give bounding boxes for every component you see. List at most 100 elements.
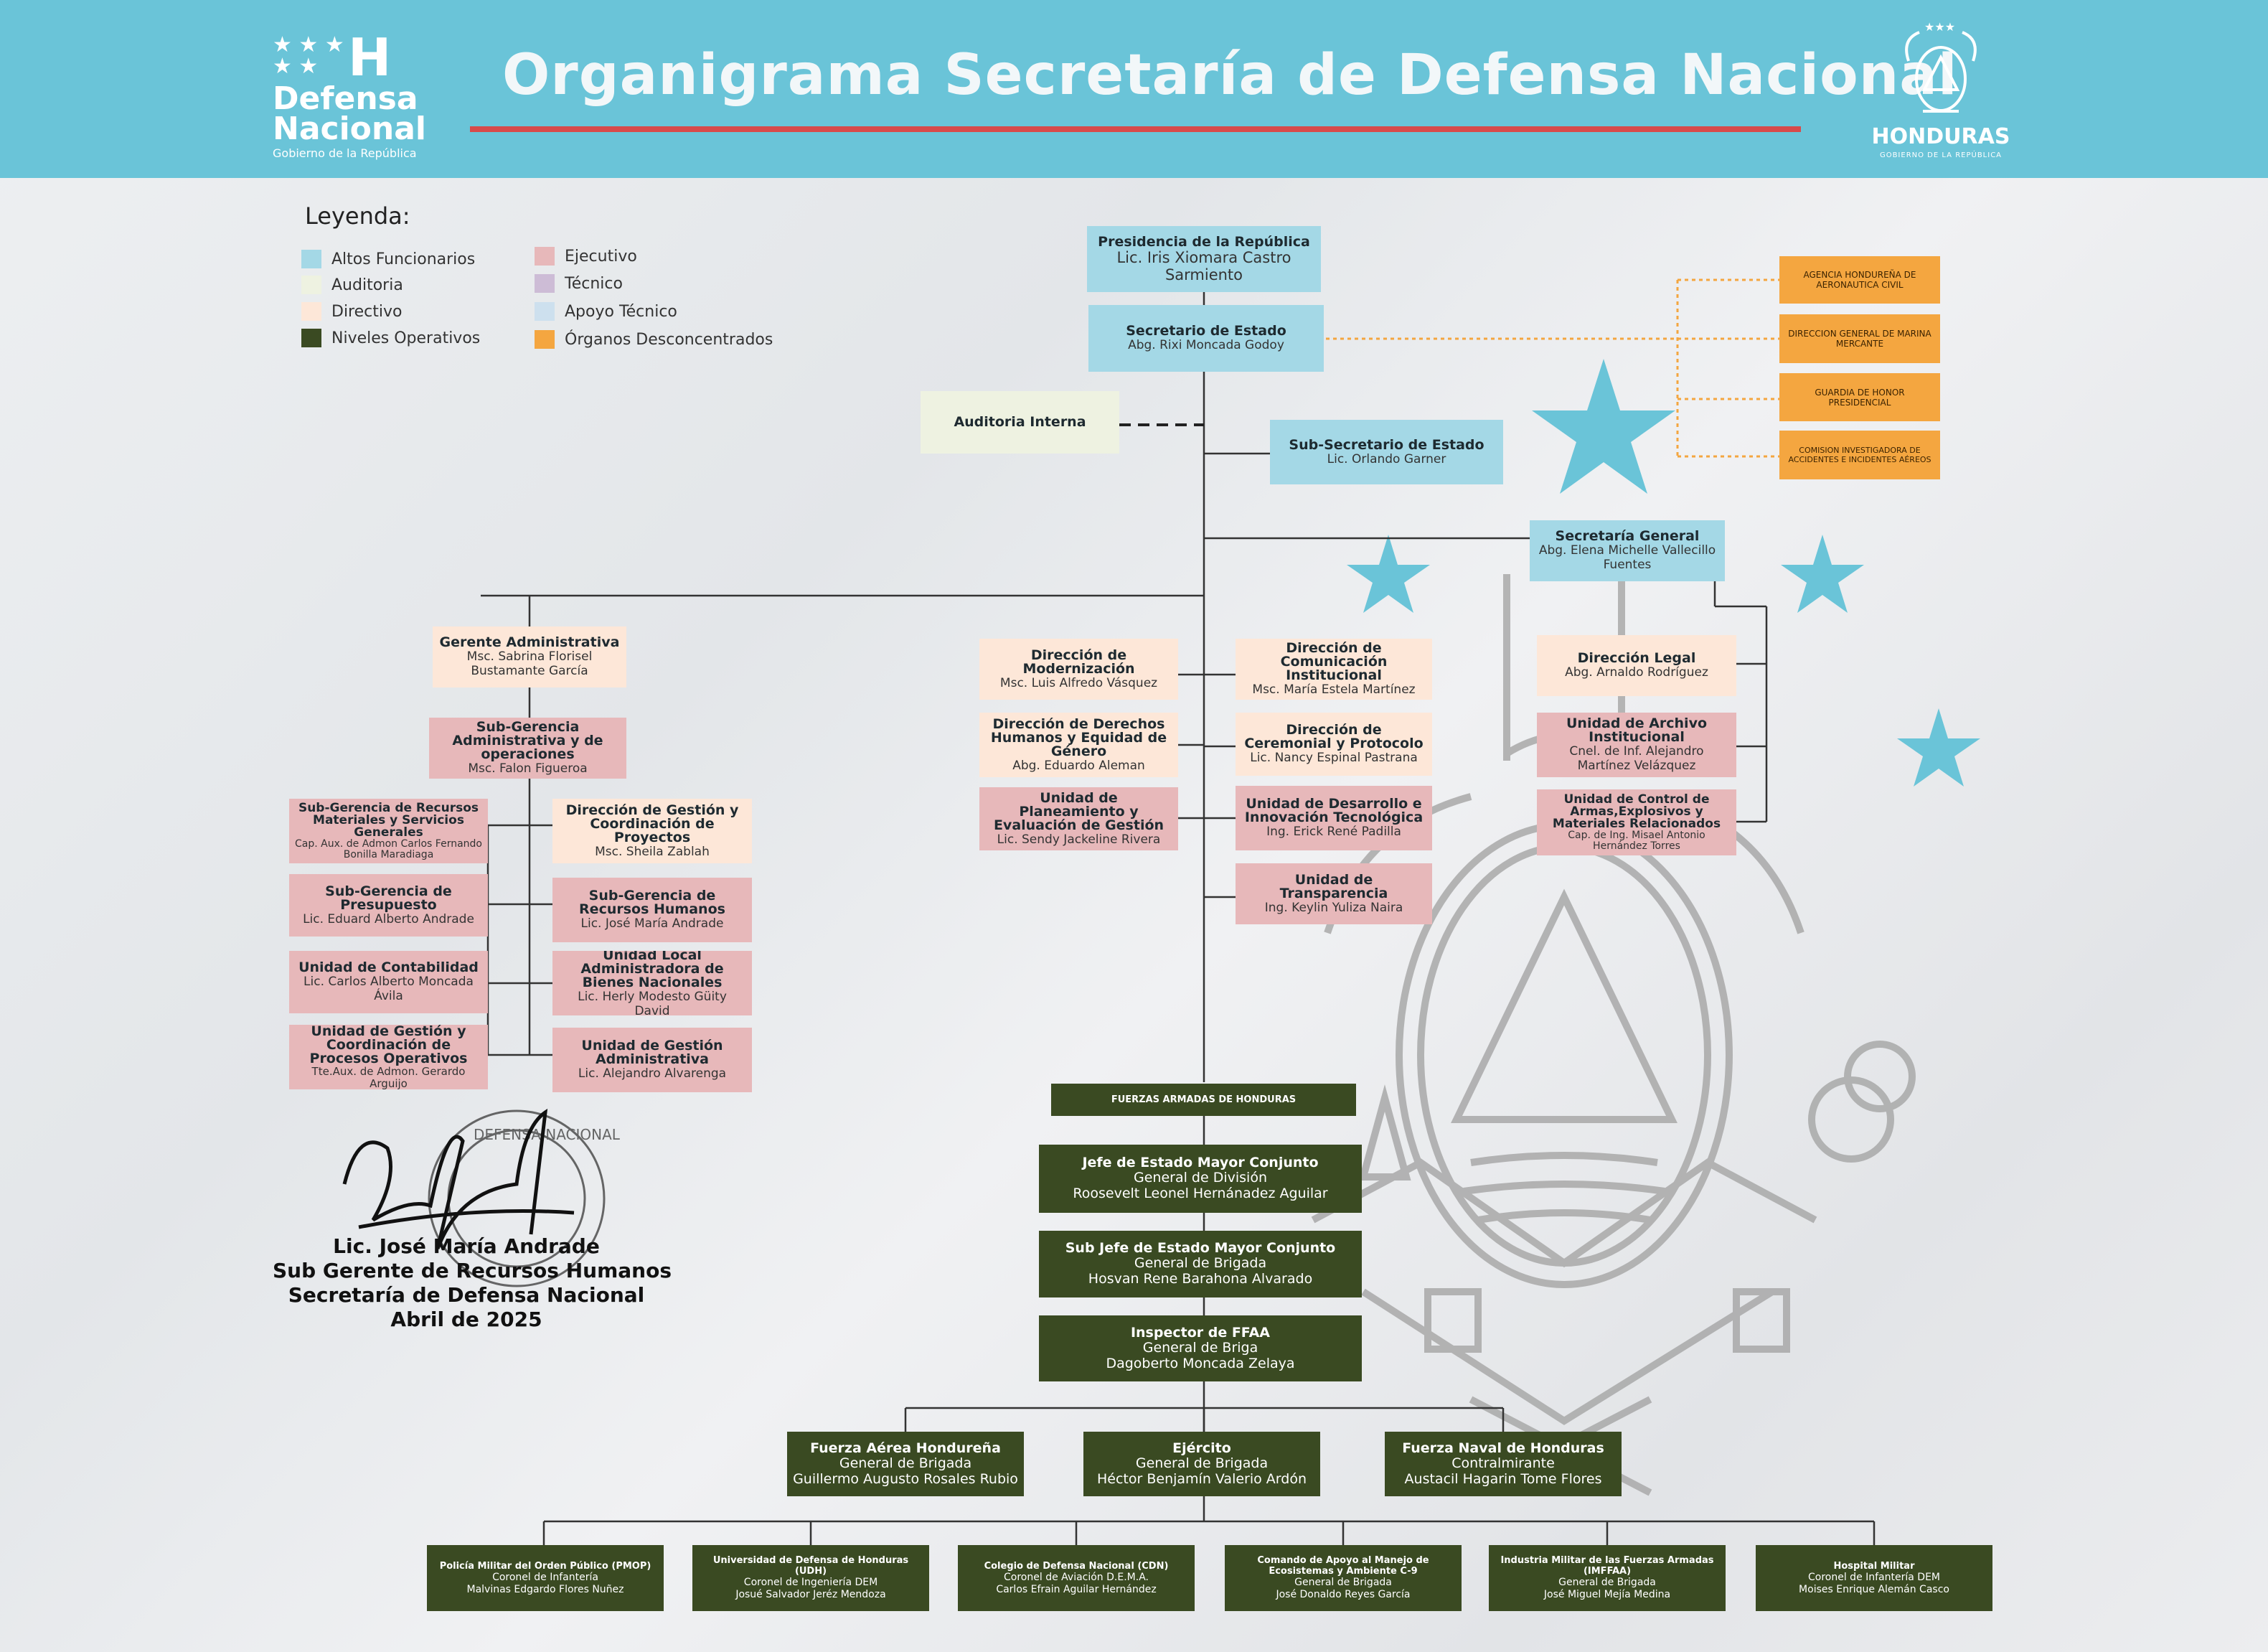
coat-of-arms-icon: ★★★ (1905, 20, 1977, 113)
box-subtitle: Ing. Keylin Yuliza Naira (1264, 900, 1403, 915)
box-contabilidad: Unidad de Contabilidad Lic. Carlos Alber… (289, 951, 488, 1013)
box-title: Dirección de Modernización (1022, 647, 1135, 677)
box-title: Unidad Local Administradora de Bienes Na… (580, 951, 724, 990)
legend-swatch (301, 329, 321, 347)
box-subtitle-2: Malvinas Edgardo Flores Nuñez (466, 1583, 624, 1595)
box-control-armas: Unidad de Control de Armas,Explosivos y … (1537, 789, 1736, 855)
honduras-logo: ★★★ HONDURAS GOBIERNO DE LA REPÚBLICA (1865, 18, 2016, 161)
h-letter-icon: H (348, 27, 392, 88)
box-subgerencia-administrativa: Sub-Gerencia Administrativa y de operaci… (429, 718, 626, 779)
legend-swatch (301, 250, 321, 268)
box-title: Auditoria Interna (954, 414, 1086, 430)
box-fuerza-naval: Fuerza Naval de Honduras Contralmirante … (1385, 1432, 1622, 1496)
box-title: Secretaría General (1555, 528, 1700, 544)
box-subtitle: Coronel de Infantería DEM (1808, 1571, 1940, 1583)
box-title: Jefe de Estado Mayor Conjunto (1082, 1155, 1319, 1170)
box-subtitle: General de Brigada (1558, 1577, 1656, 1588)
box-subtitle-2: José Miguel Mejía Medina (1543, 1589, 1671, 1600)
box-subtitle: Msc. María Estela Martínez (1252, 682, 1416, 697)
box-recursos-humanos: Sub-Gerencia de Recursos Humanos Lic. Jo… (552, 878, 752, 942)
box-gestion-proyectos: Dirección de Gestión y Coordinación de P… (552, 799, 752, 863)
legend-label: Directivo (331, 302, 403, 321)
box-title: Unidad de Contabilidad (298, 959, 479, 975)
box-auditoria: Auditoria Interna (921, 391, 1119, 454)
box-subtitle: Cnel. de Inf. Alejandro Martínez Velázqu… (1569, 744, 1704, 773)
box-subtitle: Coronel de Ingeniería DEM (743, 1577, 878, 1588)
box-comunicacion: Dirección de Comunicación Institucional … (1236, 639, 1432, 700)
legend-label: Auditoria (331, 276, 403, 294)
box-subsecretario: Sub-Secretario de Estado Lic. Orlando Ga… (1270, 420, 1503, 484)
box-comision-accidentes: COMISION INVESTIGADORA DE ACCIDENTES E I… (1779, 431, 1940, 479)
box-title: Sub-Secretario de Estado (1289, 436, 1484, 453)
box-title: Colegio de Defensa Nacional (CDN) (984, 1560, 1169, 1572)
decorative-stars-icon (1347, 359, 1980, 787)
box-hospital-militar: Hospital Militar Coronel de Infantería D… (1756, 1545, 1992, 1611)
stars-icon: ★ ★ ★★ ★ (273, 32, 344, 79)
box-title: FUERZAS ARMADAS DE HONDURAS (1111, 1094, 1297, 1105)
box-title: Dirección de Comunicación Institucional (1280, 640, 1388, 683)
box-subtitle: Ing. Erick René Padilla (1266, 825, 1401, 839)
box-imffaa: Industria Militar de las Fuerzas Armadas… (1489, 1545, 1726, 1611)
box-inspector-ffaa: Inspector de FFAA General de Briga Dagob… (1039, 1315, 1362, 1381)
box-title: Gerente Administrativa (439, 634, 620, 650)
legend-label: Apoyo Técnico (565, 302, 677, 321)
box-title: Unidad de Gestión Administrativa (581, 1038, 723, 1067)
legend-label: Ejecutivo (565, 247, 637, 266)
box-title: Dirección de Derechos Humanos y Equidad … (990, 715, 1167, 759)
box-secretaria-general: Secretaría General Abg. Elena Michelle V… (1530, 520, 1725, 581)
box-subtitle: General de Brigada (839, 1455, 972, 1471)
box-title: Dirección de Ceremonial y Protocolo (1244, 722, 1424, 751)
box-title: Unidad de Control de Armas,Explosivos y … (1552, 792, 1721, 831)
box-innovacion: Unidad de Desarrollo e Innovación Tecnol… (1236, 786, 1432, 850)
box-title: Sub-Gerencia de Presupuesto (325, 883, 452, 913)
box-modernizacion: Dirección de Modernización Msc. Luis Alf… (979, 639, 1178, 700)
logo-line-1: Defensa (273, 80, 418, 117)
box-title: Dirección de Gestión y Coordinación de P… (565, 802, 739, 845)
box-transparencia: Unidad de Transparencia Ing. Keylin Yuli… (1236, 863, 1432, 924)
box-pmop: Policía Militar del Orden Público (PMOP)… (427, 1545, 664, 1611)
box-title: Comando de Apoyo al Manejo de Ecosistema… (1257, 1555, 1429, 1577)
coat-of-arms-watermark-icon (1311, 574, 1916, 1496)
box-title: COMISION INVESTIGADORA DE ACCIDENTES E I… (1788, 446, 1931, 464)
box-title: Unidad de Planeamiento y Evaluación de G… (993, 789, 1164, 833)
box-subtitle: Lic. Orlando Garner (1327, 451, 1446, 466)
legend-label: Órganos Desconcentrados (565, 330, 773, 349)
legend-item-directivo: Directivo (301, 302, 402, 321)
box-fuerzas-armadas: FUERZAS ARMADAS DE HONDURAS (1051, 1084, 1356, 1116)
legend-swatch (535, 274, 555, 293)
legend-item-ejecutivo: Ejecutivo (535, 247, 637, 266)
box-title: Industria Militar de las Fuerzas Armadas… (1500, 1555, 1714, 1577)
box-recursos-materiales: Sub-Gerencia de Recursos Materiales y Se… (289, 799, 488, 863)
legend-swatch (535, 330, 555, 349)
box-subtitle: Lic. Carlos Alberto Moncada Ávila (304, 975, 474, 1003)
box-title: Inspector de FFAA (1130, 1324, 1271, 1341)
box-subtitle: General de Brigada (1134, 1255, 1267, 1271)
box-subtitle: General de Brigada (1294, 1577, 1392, 1588)
box-title: Fuerza Naval de Honduras (1402, 1440, 1604, 1456)
legend-item-operativos: Niveles Operativos (301, 329, 480, 347)
box-planeamiento: Unidad de Planeamiento y Evaluación de G… (979, 787, 1178, 850)
box-subtitle: Abg. Elena Michelle Vallecillo Fuentes (1538, 543, 1716, 572)
signature-date: Abril de 2025 (390, 1308, 542, 1331)
box-subtitle: Lic. Sendy Jackeline Rivera (997, 832, 1161, 847)
box-subtitle: Lic. José María Andrade (580, 916, 724, 931)
box-subtitle: Lic. Herly Modesto Güity David (578, 989, 727, 1016)
svg-text:DEFENSA NACIONAL: DEFENSA NACIONAL (474, 1126, 621, 1143)
box-aeronautica-civil: AGENCIA HONDUREÑA DE AERONAUTICA CIVIL (1779, 256, 1940, 304)
box-title: Presidencia de la República (1098, 233, 1310, 250)
box-subtitle: Contralmirante (1451, 1455, 1555, 1471)
box-title: Sub-Gerencia de Recursos Materiales y Se… (298, 800, 479, 840)
box-subtitle-2: Josué Salvador Jeréz Mendoza (735, 1589, 886, 1600)
box-subtitle: Abg. Arnaldo Rodríguez (1565, 665, 1708, 680)
box-subtitle-2: Hosvan Rene Barahona Alvarado (1088, 1271, 1313, 1287)
box-title: Ejército (1172, 1440, 1231, 1456)
title-underline (470, 126, 1801, 132)
signer-organization: Secretaría de Defensa Nacional (288, 1283, 645, 1307)
official-seal-icon: DEFENSA NACIONAL (342, 1108, 621, 1287)
box-derechos-humanos: Dirección de Derechos Humanos y Equidad … (979, 713, 1178, 777)
box-title: AGENCIA HONDUREÑA DE AERONAUTICA CIVIL (1803, 270, 1916, 290)
box-subtitle: Cap. Aux. de Admon Carlos Fernando Bonil… (295, 837, 482, 860)
signer-name: Lic. José María Andrade (333, 1234, 600, 1258)
box-subtitle: Msc. Sabrina Florisel Bustamante García (466, 649, 593, 678)
page-title: Organigrama Secretaría de Defensa Nacion… (502, 43, 1958, 108)
